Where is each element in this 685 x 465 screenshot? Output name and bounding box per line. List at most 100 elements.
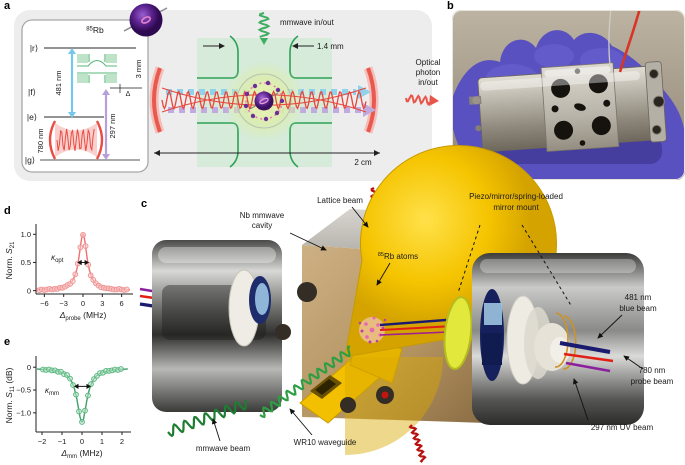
- panel-b-photo: [452, 10, 685, 180]
- lattice-through-hole: [381, 391, 389, 399]
- data-point: [82, 407, 88, 414]
- glove-highlight: [534, 44, 574, 68]
- isotope-title: 85Rb: [86, 25, 104, 35]
- label-mmwave-beam: mmwave beam: [196, 444, 251, 453]
- data-point: [85, 392, 91, 399]
- mode-ring: [236, 73, 292, 129]
- data-point: [69, 278, 76, 284]
- optical-photon-label-1: Optical: [416, 58, 441, 67]
- data-point: [82, 243, 89, 249]
- uv-beam-right: [565, 361, 611, 373]
- cavity-mirror-left: [48, 120, 57, 160]
- cavity-block-photo: [468, 61, 667, 153]
- wl-481-label: 481 nm: [54, 70, 63, 95]
- kappa-arrowhead: [77, 259, 82, 266]
- data-point: [76, 408, 82, 415]
- optical-photon-squiggle: [405, 94, 431, 107]
- trapped-atoms: [243, 80, 285, 122]
- atom-sphere: [129, 3, 163, 37]
- ket-g-label: |g⟩: [25, 155, 35, 165]
- optical-cavity-icon: 780 nm: [36, 120, 104, 160]
- disc-hole: [297, 282, 317, 302]
- blue-beam-arrow: [597, 314, 623, 339]
- label-nb-mmwave-2: cavity: [252, 221, 272, 230]
- spring-coil: [554, 312, 569, 368]
- x-tick-label: −2: [38, 437, 47, 446]
- lattice-beam-bottom: [408, 424, 427, 463]
- optical-photon-label-2: photon: [416, 68, 440, 77]
- data-point: [118, 366, 124, 372]
- block-hole: [554, 120, 574, 140]
- rb-atom-icon: [123, 3, 168, 37]
- label-780-2: probe beam: [631, 377, 674, 386]
- data-point: [70, 382, 76, 388]
- block-hole: [588, 74, 608, 94]
- disc-hole: [275, 324, 291, 340]
- data-point: [72, 271, 79, 278]
- block-hole-small: [603, 99, 611, 107]
- block-hole: [591, 116, 611, 136]
- label-297: 297 nm UV beam: [591, 423, 654, 432]
- left-mirror-face: [255, 283, 269, 315]
- block-pin-end: [475, 125, 482, 132]
- uv-beam-arrowhead: [363, 103, 376, 117]
- spring-coil: [562, 315, 577, 370]
- atom-core-ring: [141, 16, 151, 24]
- data-point: [123, 286, 130, 293]
- y-tick-label: −1.0: [16, 409, 31, 418]
- cavity-block: [106, 74, 117, 83]
- data-point: [80, 232, 86, 238]
- blue-beam-arrowhead: [358, 85, 371, 99]
- panel-label-c: c: [141, 198, 148, 210]
- scale-arrowhead-left: [154, 150, 160, 156]
- block-hole-small: [579, 140, 586, 146]
- y-axis-label: Norm. S21: [4, 241, 16, 280]
- label-780-1: 780 nm: [639, 366, 666, 375]
- mmwave-beam-arrow: [211, 418, 221, 442]
- x-tick-label: −3: [59, 299, 68, 308]
- x-tick-label: −1: [58, 437, 67, 446]
- wl-780-label: 780 nm: [36, 128, 45, 153]
- x-tick-label: 0: [80, 437, 84, 446]
- wr10-arrow: [289, 408, 313, 436]
- label-481-2: blue beam: [619, 304, 657, 313]
- panel-label-e: e: [4, 336, 11, 348]
- scale-arrowhead-right: [374, 150, 380, 156]
- delta-label: Δ: [126, 91, 131, 98]
- nb-cavity-arrow: [289, 232, 327, 251]
- kappa-label: κopt: [51, 253, 64, 264]
- block-pin-end: [472, 96, 481, 105]
- blue-beam-right: [559, 341, 611, 354]
- gap-arrowhead-right: [292, 43, 298, 49]
- uv-arrowhead-down: [102, 154, 110, 160]
- probe-beam-right: [563, 352, 614, 363]
- ket-f-label: |f⟩: [28, 87, 36, 97]
- panel-c-labels: Lattice beam Nb mmwave cavity Piezo/mirr…: [196, 192, 674, 453]
- label-piezo-1: Piezo/mirror/spring-loaded: [469, 192, 563, 201]
- data-point: [79, 419, 85, 425]
- panel-label-a: a: [4, 0, 11, 12]
- x-tick-label: 1: [100, 437, 104, 446]
- lattice-arrow: [351, 206, 369, 228]
- right-mirror-holder: [482, 333, 502, 365]
- left-mirror-mount: [152, 240, 282, 412]
- kappa-arrowhead: [86, 383, 91, 389]
- disc-hole: [340, 397, 356, 413]
- right-mirror-face: [484, 303, 502, 325]
- label-wr10: WR10 waveguide: [294, 438, 357, 447]
- data-point: [87, 272, 94, 279]
- piezo-leader-2: [521, 224, 573, 308]
- optical-photon-arrowhead: [429, 95, 439, 106]
- y-tick-label: −0.5: [16, 386, 31, 395]
- uv-beam-arrow: [573, 378, 589, 421]
- data-point: [67, 375, 73, 382]
- output-beams-right: [559, 341, 614, 373]
- data-point: [73, 391, 79, 398]
- ket-r-label: |r⟩: [30, 43, 38, 53]
- y-tick-label: 0: [27, 286, 31, 295]
- spacer-ring: [443, 296, 473, 370]
- gap-arrowhead-left: [219, 43, 225, 49]
- optical-photon-label-3: in/out: [418, 78, 438, 87]
